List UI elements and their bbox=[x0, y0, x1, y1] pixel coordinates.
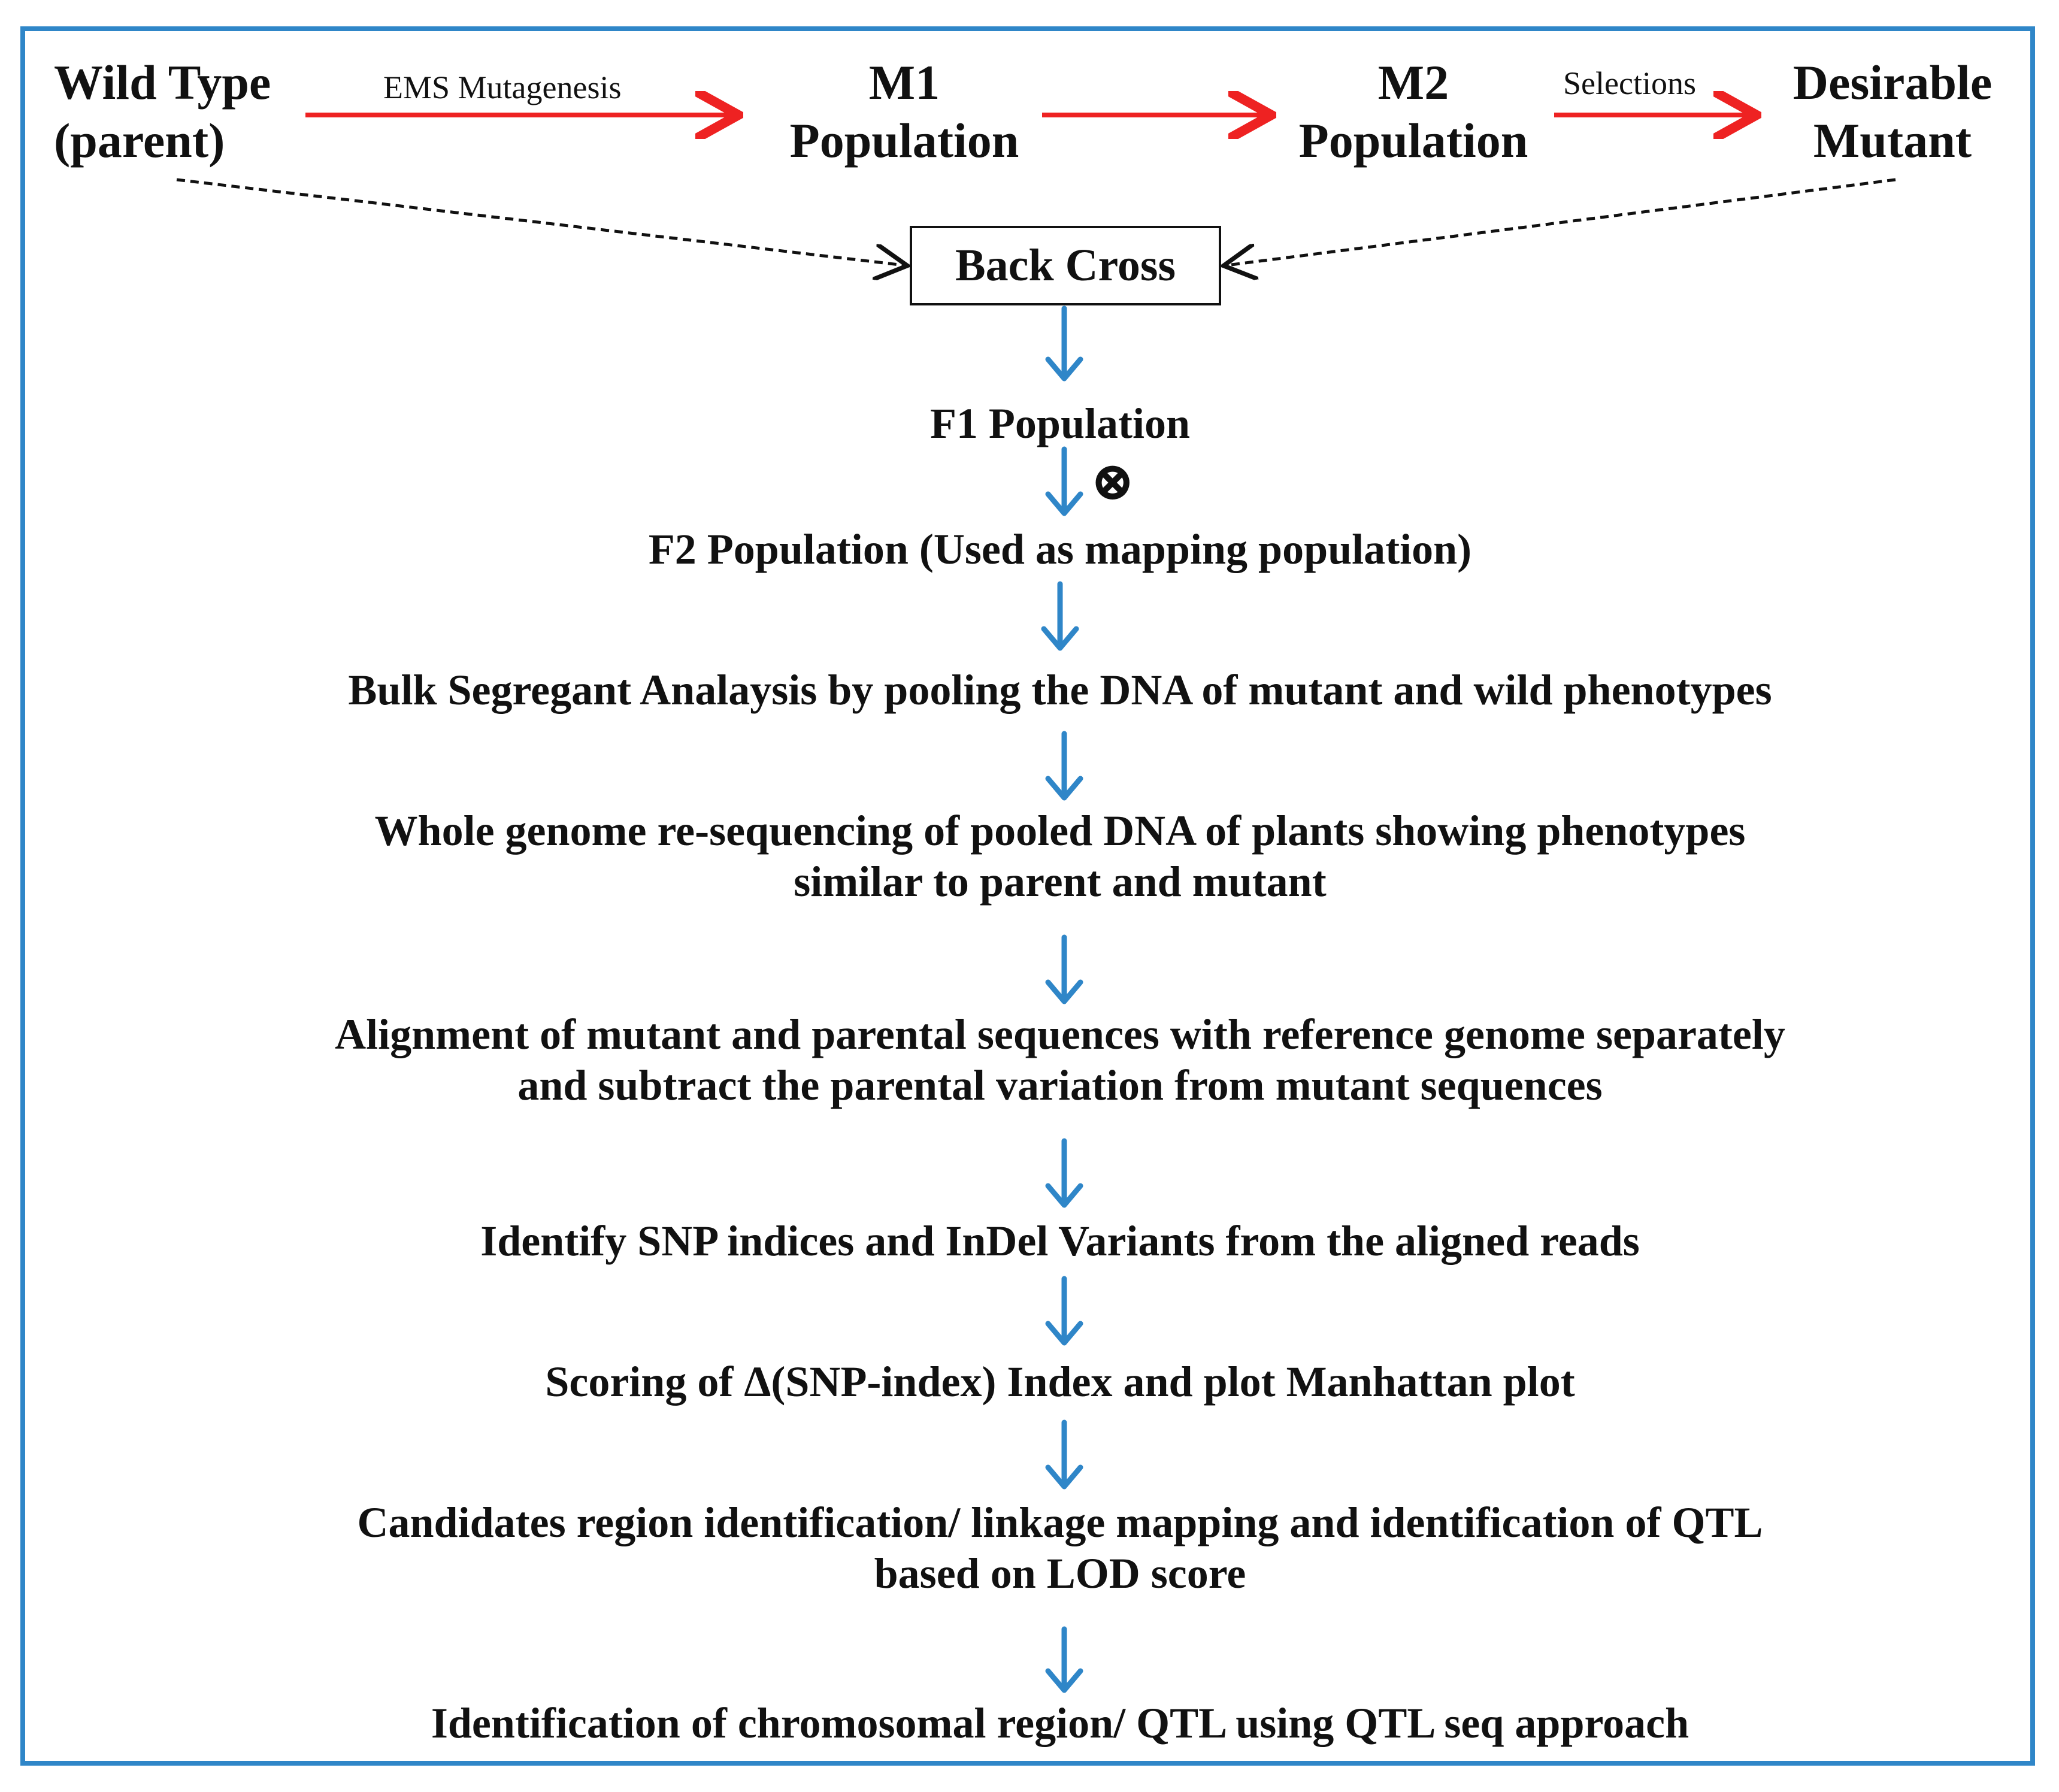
wild-type-line-1: Wild Type bbox=[54, 55, 271, 110]
alignment-step: Alignment of mutant and parental sequenc… bbox=[0, 1009, 2059, 1111]
desirable-line-1: Desirable bbox=[1792, 55, 1993, 110]
flow-arrow-f1-to-f2 bbox=[1045, 446, 1083, 516]
back-cross-box: Back Cross bbox=[910, 226, 1221, 305]
candidates-region-step: Candidates region identification/ linkag… bbox=[0, 1497, 2059, 1599]
ems-mutagenesis-label: EMS Mutagenesis bbox=[383, 69, 622, 105]
whole-genome-resequencing-step: Whole genome re-sequencing of pooled DNA… bbox=[0, 806, 2059, 907]
identify-variants-step: Identify SNP indices and InDel Variants … bbox=[480, 1217, 1640, 1265]
candidates-line-1: Candidates region identification/ linkag… bbox=[357, 1499, 1763, 1546]
flow-arrow-candidates-to-final bbox=[1045, 1626, 1083, 1693]
flow-arrow-identify-to-scoring bbox=[1045, 1276, 1083, 1346]
mutant-to-backcross-arrow bbox=[1227, 178, 1896, 265]
f2-population-step: F2 Population (Used as mapping populatio… bbox=[648, 525, 1472, 573]
wgs-line-2: similar to parent and mutant bbox=[794, 857, 1327, 906]
flow-arrow-scoring-to-candidates bbox=[1045, 1419, 1083, 1490]
selections-label: Selections bbox=[1563, 65, 1696, 101]
diagram-frame bbox=[20, 26, 2035, 1766]
f1-population-step: F1 Population bbox=[929, 399, 1191, 447]
scoring-step: Scoring of Δ(SNP-index) Index and plot M… bbox=[545, 1358, 1575, 1406]
wild-type-label: Wild Type (parent) bbox=[54, 54, 271, 170]
wild-type-to-backcross-arrow bbox=[176, 178, 904, 265]
wild-type-line-2: (parent) bbox=[54, 113, 225, 168]
desirable-mutant-label: Desirable Mutant bbox=[1773, 54, 2012, 170]
m1-line-1: M1 bbox=[868, 55, 940, 110]
flow-arrow-backcross-to-f1 bbox=[1045, 305, 1083, 382]
m1-population-label: M1 Population bbox=[779, 54, 1030, 170]
desirable-line-2: Mutant bbox=[1813, 113, 1972, 168]
align-line-1: Alignment of mutant and parental sequenc… bbox=[335, 1010, 1785, 1058]
align-line-2: and subtract the parental variation from… bbox=[517, 1061, 1603, 1109]
flow-arrow-f2-to-bsa bbox=[1041, 581, 1079, 651]
flow-arrow-align-to-identify bbox=[1045, 1138, 1083, 1208]
m1-line-2: Population bbox=[789, 113, 1019, 168]
bulk-segregant-analysis-step: Bulk Segregant Analaysis by pooling the … bbox=[348, 666, 1772, 714]
candidates-line-2: based on LOD score bbox=[874, 1549, 1246, 1597]
final-identification-step: Identification of chromosomal region/ QT… bbox=[431, 1699, 1689, 1747]
m2-line-1: M2 bbox=[1377, 55, 1449, 110]
flow-arrow-bsa-to-wgs bbox=[1045, 731, 1083, 801]
self-cross-symbol: ⊗ bbox=[1090, 452, 1136, 511]
m2-line-2: Population bbox=[1298, 113, 1528, 168]
m2-population-label: M2 Population bbox=[1288, 54, 1539, 170]
wgs-line-1: Whole genome re-sequencing of pooled DNA… bbox=[374, 807, 1746, 855]
flow-arrow-wgs-to-align bbox=[1045, 934, 1083, 1004]
